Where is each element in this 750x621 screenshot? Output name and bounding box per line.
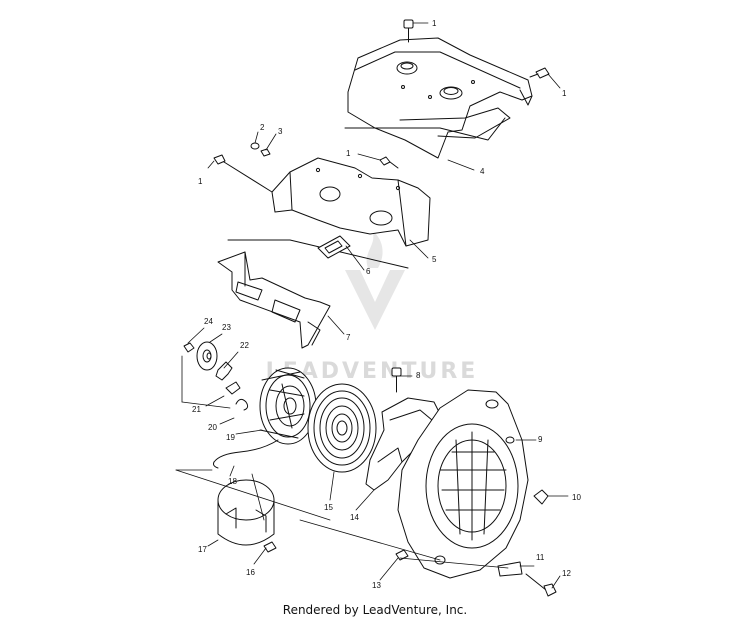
callout-17: 17: [198, 545, 207, 554]
callout-labels: 1 1 1 1 2 3 4 5 6 7 8 9 10 11 12 13 14 1…: [192, 19, 581, 590]
starter-housing-14: [365, 397, 441, 491]
assembly-guide-lines: [175, 355, 509, 569]
pawl-21: [225, 381, 241, 395]
cup-17: [217, 479, 275, 546]
callout-8: 8: [416, 371, 421, 380]
washer-2: [250, 142, 260, 150]
nut-13: [395, 549, 409, 561]
upper-shroud: [344, 37, 533, 159]
callout-15: 15: [324, 503, 333, 512]
screw-1-left: [213, 154, 273, 193]
spring-20: [235, 398, 249, 411]
fan-housing-9: [397, 389, 529, 579]
screw-8: [391, 367, 402, 393]
mounting-bracket: [217, 251, 331, 349]
exploded-parts-diagram: LEADVENTURE: [175, 19, 581, 597]
recoil-spring-15: [307, 383, 377, 473]
callout-9: 9: [538, 435, 543, 444]
screw-1-top: [403, 19, 414, 43]
lower-shroud: [227, 157, 431, 269]
clip-10: [533, 489, 549, 505]
callout-10: 10: [572, 493, 581, 502]
callout-3: 3: [278, 127, 283, 136]
callout-14: 14: [350, 513, 359, 522]
callout-19: 19: [226, 433, 235, 442]
callout-4: 4: [480, 167, 485, 176]
callout-21: 21: [192, 405, 201, 414]
leader-lines: [187, 22, 569, 589]
nut-24: [183, 342, 195, 353]
callout-16: 16: [246, 568, 255, 577]
callout-24: 24: [204, 317, 213, 326]
callout-12: 12: [562, 569, 571, 578]
callout-1-right: 1: [562, 89, 567, 98]
screw-1-right: [529, 67, 550, 79]
gasket: [317, 235, 351, 259]
callout-20: 20: [208, 423, 217, 432]
callout-1-left: 1: [198, 177, 203, 186]
starter-rope-18: [213, 439, 279, 469]
callout-7: 7: [346, 333, 351, 342]
callout-6: 6: [366, 267, 371, 276]
callout-1-top: 1: [432, 19, 437, 28]
callout-22: 22: [240, 341, 249, 350]
callout-11: 11: [536, 553, 545, 562]
bracket-11: [497, 561, 523, 577]
callout-2: 2: [260, 123, 265, 132]
nut-16: [263, 541, 277, 553]
callout-13: 13: [372, 581, 381, 590]
callout-5: 5: [432, 255, 437, 264]
bolt-12: [525, 573, 557, 597]
pawl-spring-22: [215, 361, 233, 381]
rendered-by-footer: Rendered by LeadVenture, Inc.: [282, 603, 468, 617]
callout-18: 18: [228, 477, 237, 486]
screw-1-middle: [379, 156, 399, 169]
callout-23: 23: [222, 323, 231, 332]
pulley-23: [196, 341, 218, 371]
recoil-pulley-19: [259, 367, 317, 445]
callout-1-middle: 1: [346, 149, 351, 158]
nut-3: [260, 148, 271, 157]
